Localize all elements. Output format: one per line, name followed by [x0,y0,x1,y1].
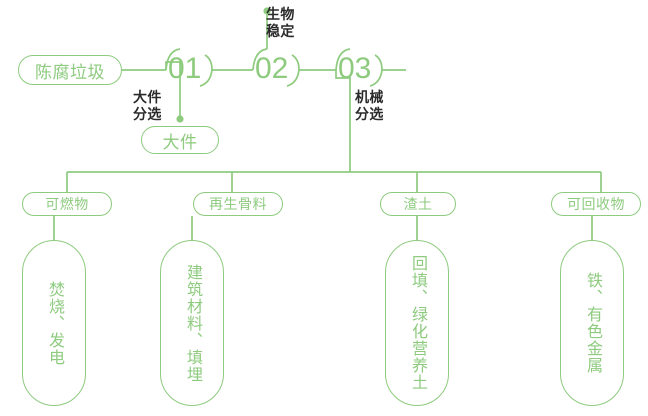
arc-02-left [252,48,268,71]
arc-01-right-lower [199,69,213,87]
node-fraction-combustible-label: 可燃物 [45,196,89,212]
note-stage-01-line2: 分选 [133,105,162,122]
node-fraction-recyclable-label: 可回收物 [567,196,625,212]
box-use-combustible[interactable]: 焚烧、发电 [22,240,86,406]
box-use-aggregate-text: 建筑材料、填埋 [184,263,201,383]
arc-03-right-upper [374,54,383,71]
box-use-aggregate[interactable]: 建筑材料、填埋 [160,240,224,406]
note-stage-01: 大件 分选 [133,89,162,122]
node-output-bulky[interactable]: 大件 [141,126,219,154]
node-fraction-slag-label: 渣土 [403,196,433,212]
node-fraction-combustible[interactable]: 可燃物 [22,192,112,216]
note-stage-03: 机械 分选 [355,89,384,122]
node-source-waste[interactable]: 陈腐垃圾 [18,55,122,85]
dot-shengwu-branch [263,7,271,15]
note-stage-02-line1: 生物 [266,6,295,22]
arc-02-right-upper [291,54,300,71]
link-03-to-bus [335,70,351,172]
note-stage-02-line2: 稳定 [266,22,295,39]
box-use-recyclable-text: 铁、有色金属 [584,272,601,374]
note-stage-01-line1: 大件 [133,89,162,105]
node-fraction-aggregate[interactable]: 再生骨料 [193,192,283,216]
stage-number-02[interactable]: 02 [255,52,289,85]
stage-number-03[interactable]: 03 [338,52,372,85]
box-use-recyclable[interactable]: 铁、有色金属 [560,240,624,406]
node-fraction-aggregate-label: 再生骨料 [209,196,267,212]
box-use-slag-text: 回填、绿化营养土 [409,255,426,391]
node-fraction-slag[interactable]: 渣土 [380,192,456,216]
note-stage-02: 生物 稳定 [266,6,295,39]
arc-03-right-lower [369,69,383,87]
arc-02-right-lower [286,69,300,87]
link-01-to-daijian [165,61,181,118]
stage-number-01[interactable]: 01 [168,52,202,85]
dot-daijian-branch [176,115,184,123]
arc-03-left [335,48,351,71]
arc-01-right-upper [204,54,213,71]
box-use-combustible-text: 焚烧、发电 [46,280,63,366]
node-source-waste-label: 陈腐垃圾 [35,62,105,82]
note-stage-03-line2: 分选 [355,105,384,122]
note-stage-03-line1: 机械 [355,89,384,105]
box-use-slag[interactable]: 回填、绿化营养土 [385,240,449,406]
node-fraction-recyclable[interactable]: 可回收物 [551,192,641,216]
node-output-bulky-label: 大件 [162,132,198,152]
